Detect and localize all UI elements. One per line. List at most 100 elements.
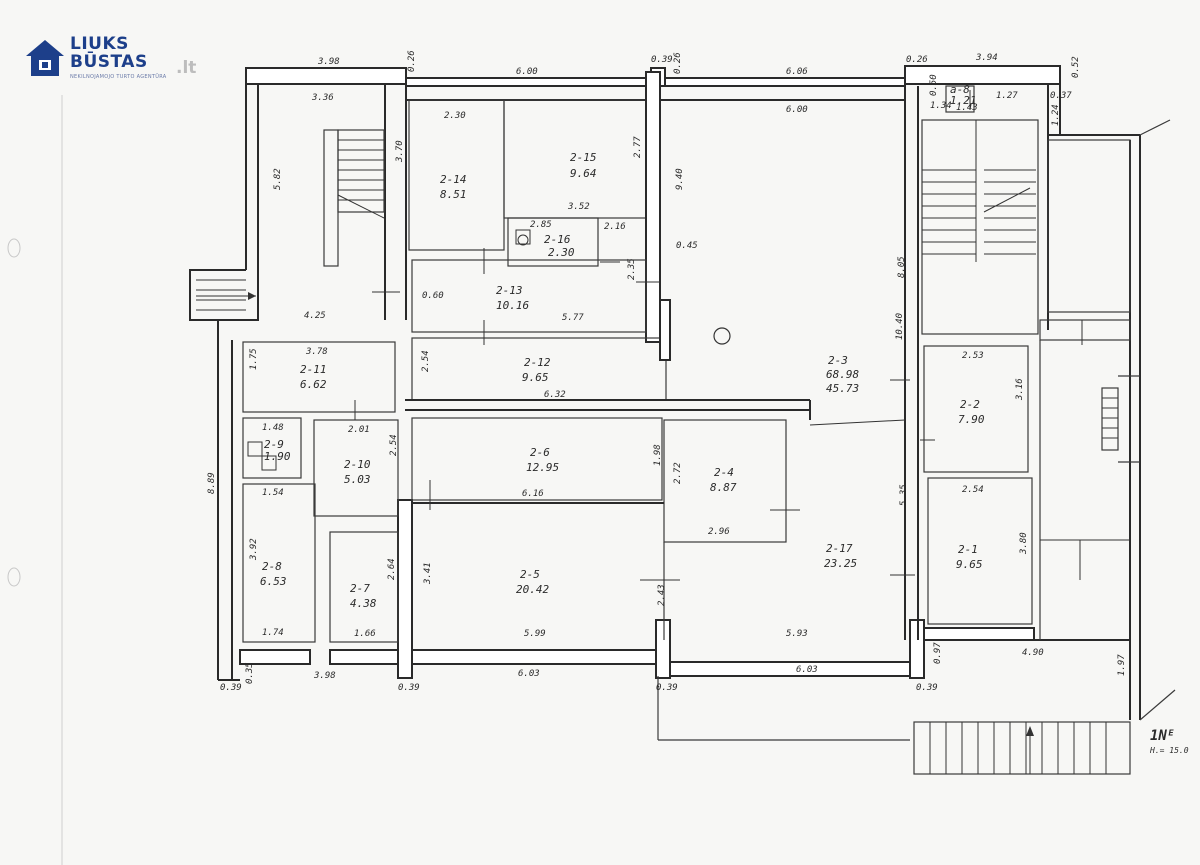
dimension: 1.74 xyxy=(262,628,284,638)
room-number: 2-9 xyxy=(264,438,284,451)
dimension: 1.48 xyxy=(262,423,284,433)
room-number: 2-14 xyxy=(440,173,467,186)
dimension: 6.03 xyxy=(518,669,540,679)
room-area: 8.51 xyxy=(440,188,467,201)
toilet-icon xyxy=(247,441,277,471)
room-number: 2-7 xyxy=(350,582,370,595)
room-number: 2-10 xyxy=(344,458,371,471)
dimension: 2.96 xyxy=(708,527,730,537)
dimension: 3.52 xyxy=(567,202,590,212)
dimension: 3.36 xyxy=(311,93,334,103)
dimension: 1.97 xyxy=(1117,654,1127,676)
dimension: 9.40 xyxy=(675,168,685,190)
brand-line1: LIUKS xyxy=(70,34,129,54)
dimension: 5.77 xyxy=(562,313,584,323)
room-number: 2-3 xyxy=(828,354,848,367)
dimension: 0.39 xyxy=(916,683,938,693)
plan-stamp: 1Nᴱ H.= 15.0 xyxy=(1150,725,1189,755)
stamp-main: 1Nᴱ xyxy=(1150,728,1176,744)
dimension: 5.99 xyxy=(524,629,546,639)
room-number: 2-12 xyxy=(524,356,551,369)
dimension: 2.30 xyxy=(444,111,466,121)
dimension: 3.78 xyxy=(305,347,328,357)
dimension: 0.26 xyxy=(906,55,928,65)
dimension: 0.50 xyxy=(929,74,939,96)
dimension: 2.85 xyxy=(530,220,552,230)
room-area: 4.38 xyxy=(350,597,377,610)
dimension: 0.26 xyxy=(407,50,417,72)
room-area: 9.65 xyxy=(522,371,549,384)
right-entry-stair xyxy=(1102,397,1118,439)
room-area: 9.64 xyxy=(570,167,597,180)
dimension: 2.54 xyxy=(389,434,399,456)
room-area: 68.98 xyxy=(826,368,859,381)
dimension: 1.43 xyxy=(956,103,978,113)
dimension: 0.45 xyxy=(676,241,698,251)
entry-stair-left xyxy=(196,279,256,311)
house-logo-icon xyxy=(26,40,64,76)
room-number: a-8 xyxy=(950,83,970,96)
dimension: 8.89 xyxy=(207,472,217,494)
dimension: 0.39 xyxy=(656,683,678,693)
dimension: 3.16 xyxy=(1015,378,1025,401)
room-number: 2-2 xyxy=(960,398,980,411)
room-area: 20.42 xyxy=(516,583,549,596)
dimension: 1.54 xyxy=(262,488,284,498)
dimension: 1.98 xyxy=(653,444,663,466)
dimension: 6.16 xyxy=(522,489,544,499)
dimension: 2.43 xyxy=(657,584,667,606)
dimension: 0.39 xyxy=(398,683,420,693)
room-area: 5.03 xyxy=(344,473,371,486)
dimension: 0.39 xyxy=(651,55,673,65)
room-area: 2.30 xyxy=(548,246,575,259)
dimension: 0.37 xyxy=(1050,91,1072,101)
dimension: 2.54 xyxy=(962,485,984,495)
room-area: 6.62 xyxy=(300,378,327,391)
dimension: 2.35 xyxy=(627,258,637,280)
door-marks xyxy=(354,90,1130,581)
dimension: 2.16 xyxy=(604,222,626,232)
room-number: 2-4 xyxy=(714,466,734,479)
dimension: 2.54 xyxy=(421,350,431,372)
dimension: 3.98 xyxy=(317,57,340,67)
entry-stair-bottom xyxy=(913,721,1131,775)
room-number: 2-16 xyxy=(544,233,571,246)
dimension: 2.64 xyxy=(387,558,397,580)
dimension: 2.53 xyxy=(962,351,984,361)
room-area: 7.90 xyxy=(958,413,985,426)
dimension: 6.03 xyxy=(796,665,818,675)
dimension: 2.01 xyxy=(348,425,370,435)
dimension: 1.27 xyxy=(996,91,1018,101)
dimension: 5.35 xyxy=(899,484,909,506)
brand-logo: LIUKS BŪSTAS .lt NEKILNOJAMOJO TURTO AGE… xyxy=(24,32,204,92)
room-area: 10.16 xyxy=(496,299,529,312)
dimension: 10.40 xyxy=(895,313,905,340)
dimension: 3.80 xyxy=(1019,532,1029,555)
dimension: 5.82 xyxy=(273,168,283,190)
dimension-labels: 3.98 0.26 6.00 0.39 0.26 6.06 0.26 3.94 … xyxy=(207,50,1127,693)
dimension: 6.00 xyxy=(786,105,808,115)
room-area: 1.90 xyxy=(264,450,291,463)
room-number: 2-13 xyxy=(496,284,523,297)
brand-domain: .lt xyxy=(176,58,197,78)
dimension: 3.94 xyxy=(975,53,998,63)
room-number: 2-6 xyxy=(530,446,550,459)
dimension: 6.32 xyxy=(544,390,566,400)
dimension: 3.41 xyxy=(423,562,433,585)
dimension: 3.92 xyxy=(249,538,259,561)
room-labels: 2-1 9.65 2-2 7.90 2-3 68.98 45.73 2-4 8.… xyxy=(260,83,985,610)
dimension: 0.52 xyxy=(1071,56,1081,78)
room-number: 2-11 xyxy=(300,363,327,376)
dimension: 4.90 xyxy=(1022,648,1044,658)
binding-hole xyxy=(7,567,21,587)
room-number: 2-8 xyxy=(262,560,282,573)
dimension: 0.26 xyxy=(673,52,683,74)
toilet-icon xyxy=(515,229,531,246)
room-number: 2-5 xyxy=(520,568,540,581)
room-area: 6.53 xyxy=(260,575,287,588)
dimension: 2.77 xyxy=(633,136,643,158)
dimension: 3.98 xyxy=(313,671,336,681)
left-stair xyxy=(323,129,385,267)
dimension: 3.70 xyxy=(395,140,405,163)
